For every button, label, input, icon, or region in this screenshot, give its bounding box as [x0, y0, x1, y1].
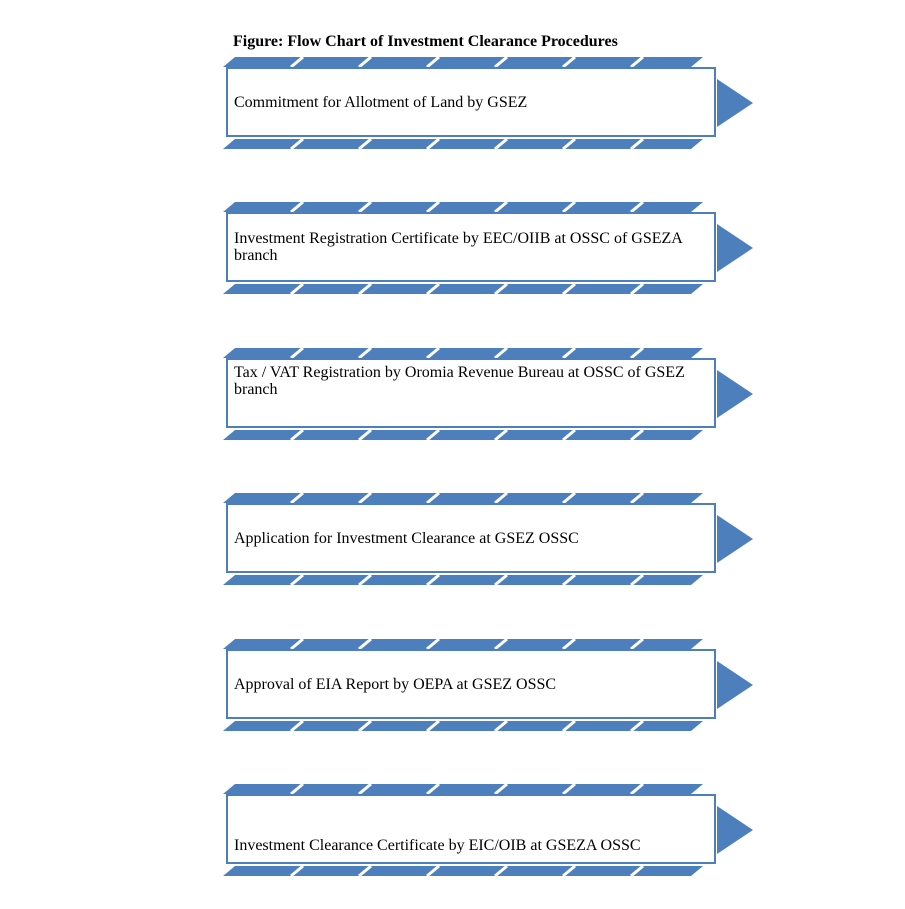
flow-step-3: Tax / VAT Registration by Oromia Revenue…: [223, 348, 753, 448]
figure-title: Figure: Flow Chart of Investment Clearan…: [233, 33, 618, 50]
step-6-box: Investment Clearance Certificate by EIC/…: [226, 794, 716, 864]
step-5-box: Approval of EIA Report by OEPA at GSEZ O…: [226, 649, 716, 719]
step-6-chevron-arrow: [223, 784, 753, 878]
step-5-label: Approval of EIA Report by OEPA at GSEZ O…: [234, 675, 557, 693]
step-6-label: Investment Clearance Certificate by EIC/…: [234, 837, 641, 854]
flow-step-5: Approval of EIA Report by OEPA at GSEZ O…: [223, 639, 753, 739]
step-4-box: Application for Investment Clearance at …: [226, 503, 716, 573]
step-1-label: Commitment for Allotment of Land by GSEZ: [234, 93, 528, 111]
step-3-label: Tax / VAT Registration by Oromia Revenue…: [234, 364, 685, 398]
step-2-label: Investment Registration Certificate by E…: [234, 230, 682, 264]
step-4-chevron-arrow: [223, 493, 753, 587]
flow-step-2: Investment Registration Certificate by E…: [223, 202, 753, 302]
step-3-chevron-arrow: [223, 348, 753, 442]
step-2-chevron-arrow: [223, 202, 753, 296]
step-5-chevron-arrow: [223, 639, 753, 733]
step-4-label: Application for Investment Clearance at …: [234, 529, 579, 547]
flow-step-6: Investment Clearance Certificate by EIC/…: [223, 784, 753, 884]
step-1-box: Commitment for Allotment of Land by GSEZ: [226, 67, 716, 137]
step-2-box: Investment Registration Certificate by E…: [226, 212, 716, 282]
flow-step-4: Application for Investment Clearance at …: [223, 493, 753, 593]
step-3-box: Tax / VAT Registration by Oromia Revenue…: [226, 358, 716, 428]
flow-step-1: Commitment for Allotment of Land by GSEZ: [223, 57, 753, 157]
step-1-chevron-arrow: [223, 57, 753, 151]
